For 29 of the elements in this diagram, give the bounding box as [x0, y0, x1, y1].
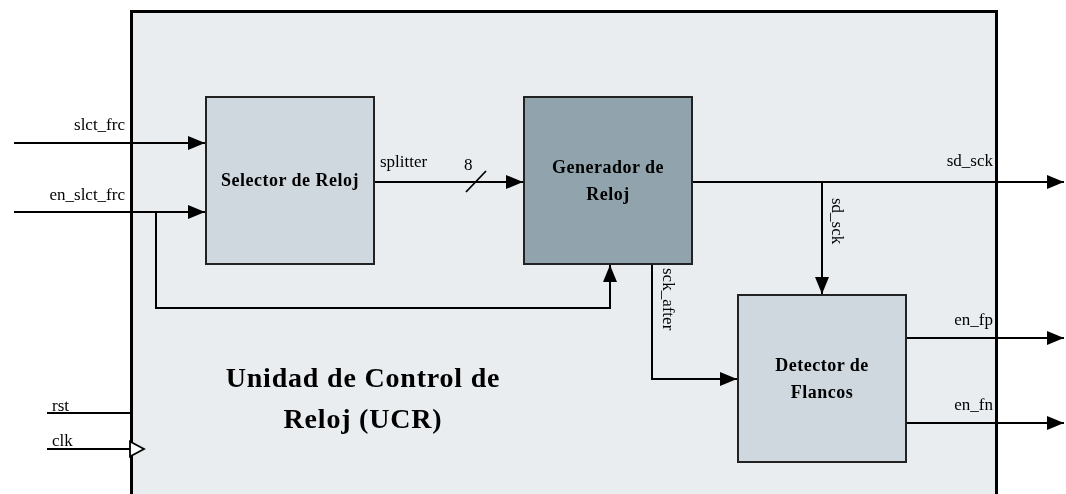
signal-arrow: [906, 331, 1065, 345]
module-box: [130, 10, 998, 494]
signal-arrow: [155, 211, 617, 309]
block-label: Selector de Reloj: [220, 169, 360, 193]
signal-label: splitter: [380, 153, 428, 170]
block-label: Generador de Reloj: [550, 156, 666, 206]
signal-label: rst: [52, 397, 69, 414]
signal-label: en_fn: [954, 396, 993, 413]
module-title: Unidad de Control de Reloj (UCR): [224, 361, 502, 436]
block-box: [523, 96, 693, 265]
block-box: [205, 96, 375, 265]
signal-arrow: [46, 440, 145, 458]
signal-label: en_slct_frc: [49, 186, 125, 203]
signal-label: slct_frc: [74, 116, 125, 133]
signal-arrow: [13, 136, 206, 150]
signal-arrow: [374, 175, 524, 189]
signal-arrow: [651, 264, 738, 386]
signal-label: en_fp: [954, 311, 993, 328]
signal-label: sck_after: [660, 268, 677, 331]
block-box: [737, 294, 907, 463]
signal-label: sd_sck: [829, 198, 846, 245]
signal-arrow: [692, 181, 829, 295]
signal-arrow: [13, 205, 206, 219]
bus-width-label: 8: [464, 156, 473, 173]
signal-arrow: [906, 416, 1065, 430]
signal-line: [46, 412, 131, 414]
block-label: Detector de Flancos: [774, 354, 870, 404]
signal-label: sd_sck: [946, 152, 993, 169]
signal-label: clk: [52, 432, 73, 449]
